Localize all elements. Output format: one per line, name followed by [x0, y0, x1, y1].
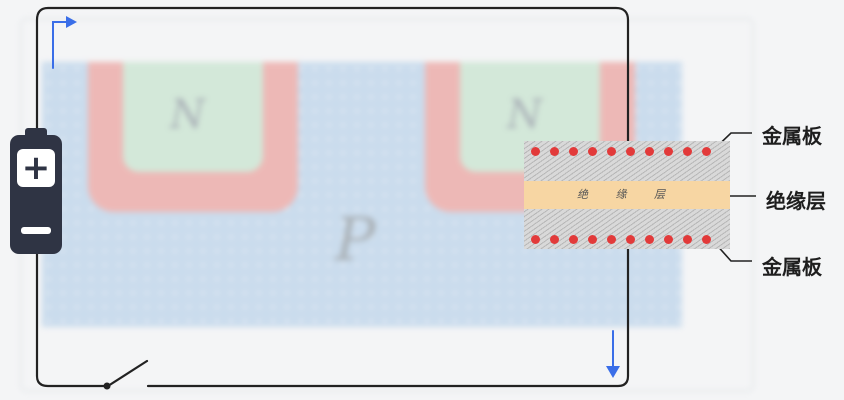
charge-dot	[550, 235, 559, 244]
charge-dot	[645, 235, 654, 244]
circuit-loop	[35, 6, 630, 388]
charge-dot	[531, 147, 540, 156]
charge-dot	[702, 147, 711, 156]
charge-dot	[550, 147, 559, 156]
charge-dot	[645, 147, 654, 156]
charge-dot	[531, 235, 540, 244]
insulator-label: 绝缘层	[766, 189, 826, 213]
charge-dot	[683, 147, 692, 156]
bottom-plate-charges	[524, 235, 730, 245]
battery-terminal	[25, 128, 47, 136]
current-arrow-top-left-head	[66, 16, 77, 28]
battery-plus-icon: +	[17, 149, 55, 187]
n-region-letter-left: N	[170, 92, 205, 138]
charge-dot	[664, 235, 673, 244]
charge-dot	[588, 235, 597, 244]
charge-dot	[607, 235, 616, 244]
current-arrow-bottom-right-head	[606, 366, 620, 378]
bottom-plate-label: 金属板	[762, 255, 822, 279]
left-n-region	[123, 62, 263, 172]
charge-dot	[683, 235, 692, 244]
charge-dot	[569, 235, 578, 244]
battery-minus-icon	[21, 227, 51, 234]
charge-dot	[702, 235, 711, 244]
p-substrate-letter: P	[335, 205, 376, 275]
n-region-letter-right: N	[507, 92, 542, 138]
capacitor-inset: 绝 缘 层	[524, 141, 730, 249]
charge-dot	[626, 147, 635, 156]
switch-lever	[106, 359, 149, 388]
charge-dot	[626, 235, 635, 244]
current-arrow-top-left	[52, 21, 69, 69]
switch-pivot	[103, 382, 111, 390]
charge-dot	[569, 147, 578, 156]
charge-dot	[588, 147, 597, 156]
charge-dot	[607, 147, 616, 156]
insulator-layer: 绝 缘 层	[524, 181, 730, 209]
top-plate-charges	[524, 147, 730, 157]
charge-dot	[664, 147, 673, 156]
top-plate-label: 金属板	[762, 124, 822, 148]
battery: +	[10, 128, 62, 254]
bottom-metal-plate	[524, 209, 730, 249]
